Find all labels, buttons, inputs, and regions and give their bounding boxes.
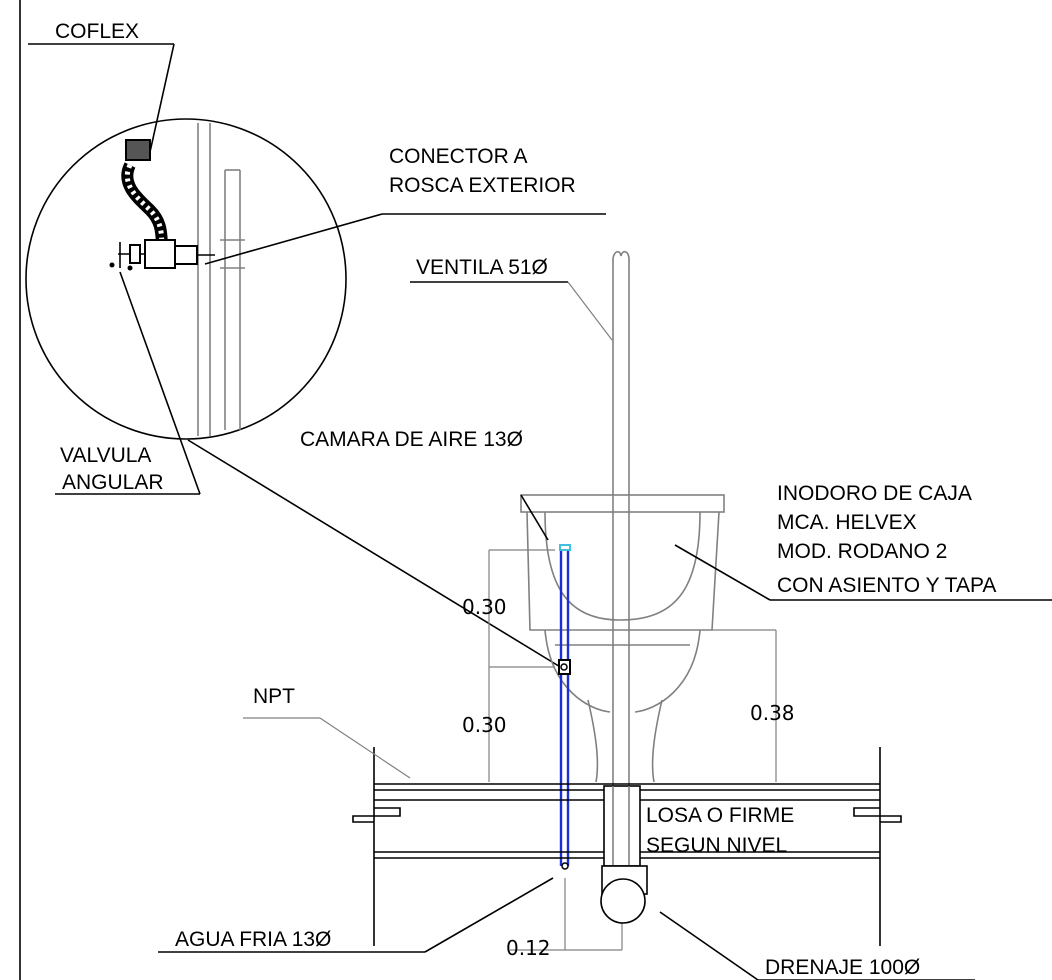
ventila-label: VENTILA 51Ø xyxy=(416,256,548,279)
agua-fria-label: AGUA FRIA 13Ø xyxy=(175,928,331,951)
inodoro-label-4: CON ASIENTO Y TAPA xyxy=(777,574,996,597)
camara-label: CAMARA DE AIRE 13Ø xyxy=(300,428,523,451)
air-chamber-cap xyxy=(559,544,571,551)
coflex-callout: COFLEX xyxy=(28,20,175,153)
inodoro-label-2: MCA. HELVEX xyxy=(777,511,917,534)
conector-label-2: ROSCA EXTERIOR xyxy=(389,174,576,197)
drenaje-callout: DRENAJE 100Ø xyxy=(659,911,975,980)
losa-callout: LOSA O FIRME SEGUN NIVEL xyxy=(646,804,794,857)
conector-label-1: CONECTOR A xyxy=(389,145,527,168)
valvula-label-1: VALVULA xyxy=(60,444,151,467)
drain-pipe xyxy=(600,865,648,924)
dim-right: 0.38 xyxy=(750,701,795,725)
losa-label-1: LOSA O FIRME xyxy=(646,804,794,827)
camara-callout: CAMARA DE AIRE 13Ø xyxy=(300,428,549,541)
drain-sleeve xyxy=(603,785,641,867)
cold-water-pipe xyxy=(558,544,571,870)
dim-bottom: 0.12 xyxy=(506,936,551,960)
angle-valve xyxy=(109,239,215,271)
dimension-lines xyxy=(488,549,777,951)
npt-label: NPT xyxy=(253,685,295,708)
npt-callout: NPT xyxy=(243,685,411,779)
detail-callout xyxy=(25,118,347,440)
dim-upper-left: 0.30 xyxy=(462,595,507,619)
agua-fria-callout: AGUA FRIA 13Ø xyxy=(158,877,554,953)
dim-lower-left: 0.30 xyxy=(462,713,507,737)
vent-pipe xyxy=(612,250,630,868)
toilet-fixture xyxy=(520,494,725,783)
coflex-hose xyxy=(125,139,151,161)
coflex-label: COFLEX xyxy=(55,20,139,43)
drenaje-label: DRENAJE 100Ø xyxy=(765,956,920,979)
losa-label-2: SEGUN NIVEL xyxy=(646,834,787,857)
inodoro-label-3: MOD. RODANO 2 xyxy=(777,540,947,563)
conector-callout: CONECTOR A ROSCA EXTERIOR xyxy=(204,145,606,265)
valvula-callout: VALVULA ANGULAR xyxy=(55,271,563,669)
drain-pipe-section xyxy=(600,878,646,924)
valvula-label-2: ANGULAR xyxy=(62,471,164,494)
ventila-callout: VENTILA 51Ø xyxy=(410,256,613,341)
inodoro-callout: INODORO DE CAJA MCA. HELVEX MOD. RODANO … xyxy=(674,482,1052,601)
detail-circle xyxy=(25,118,347,440)
floor-slab xyxy=(352,747,902,946)
inodoro-label-1: INODORO DE CAJA xyxy=(777,482,972,505)
